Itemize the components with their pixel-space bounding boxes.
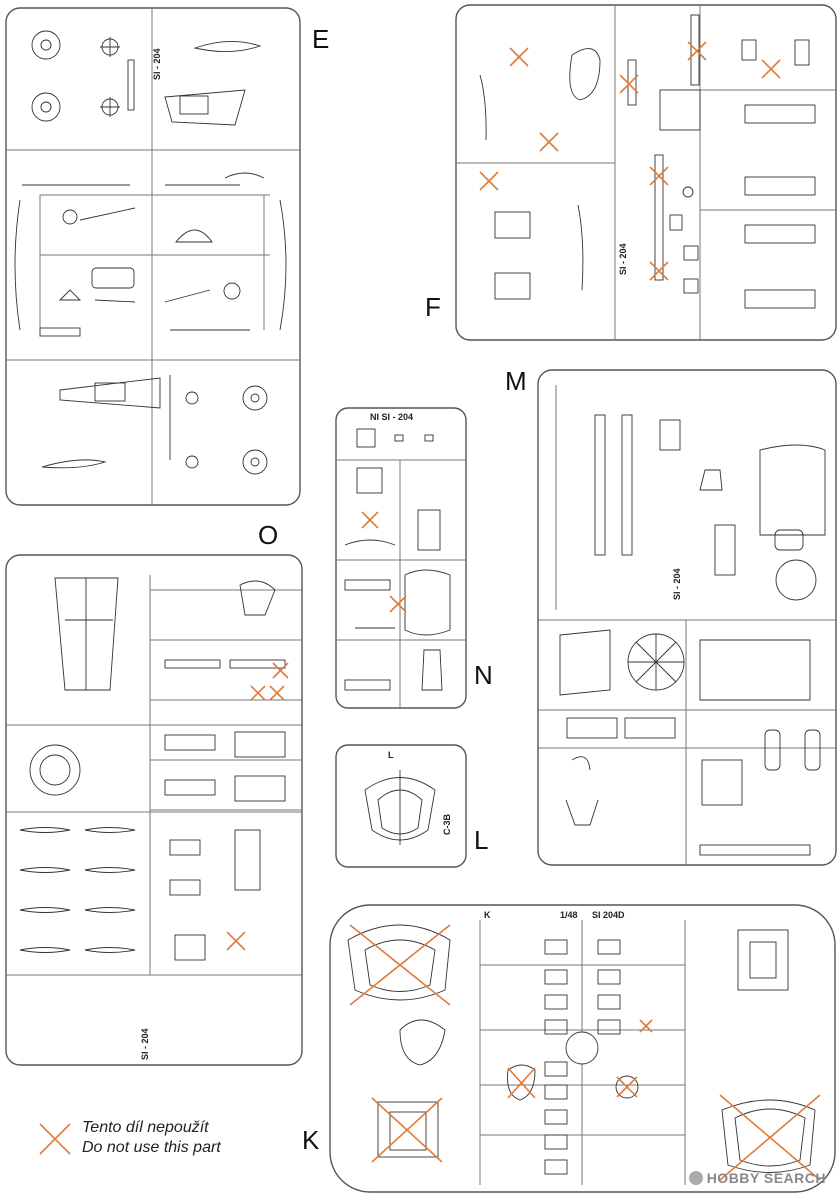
frame-label-f: F (425, 292, 441, 322)
svg-text:K: K (484, 910, 491, 920)
legend: Tento díl nepoužít Do not use this part (82, 1118, 221, 1158)
frame-label-o: O (258, 520, 279, 550)
frame-k: K 1/48 SI 204D (329, 904, 836, 1193)
frame-l: L C-3B (335, 744, 467, 868)
frame-o: SI - 204 (5, 554, 303, 1066)
frame-f: SI - 204 (455, 4, 837, 341)
legend-line-english: Do not use this part (82, 1139, 221, 1156)
svg-text:1/48: 1/48 (560, 910, 578, 920)
frame-m: SI - 204 (537, 369, 837, 866)
svg-text:SI - 204: SI - 204 (672, 568, 682, 600)
frame-label-n: N (474, 660, 493, 690)
svg-text:SI 204D: SI 204D (592, 910, 625, 920)
legend-x-icon (39, 1123, 71, 1155)
svg-text:C-3B: C-3B (442, 813, 452, 835)
svg-text:SI - 204: SI - 204 (152, 48, 162, 80)
do-not-use-marks (226, 41, 821, 1181)
watermark: HOBBY SEARCH (688, 1170, 826, 1186)
frame-label-m: M (505, 366, 527, 396)
watermark-text: HOBBY SEARCH (706, 1170, 826, 1186)
frame-n: NI SI - 204 (335, 407, 467, 709)
svg-text:L: L (388, 750, 394, 760)
frame-label-k: K (302, 1125, 320, 1155)
frame-e: SI - 204 (5, 7, 301, 506)
svg-text:SI - 204: SI - 204 (140, 1028, 150, 1060)
svg-text:NI SI - 204: NI SI - 204 (370, 412, 413, 422)
frame-label-l: L (474, 825, 489, 855)
svg-text:SI - 204: SI - 204 (618, 243, 628, 275)
legend-line-czech: Tento díl nepoužít (82, 1119, 209, 1136)
watermark-logo-icon (688, 1171, 703, 1185)
frame-label-e: E (312, 24, 330, 54)
